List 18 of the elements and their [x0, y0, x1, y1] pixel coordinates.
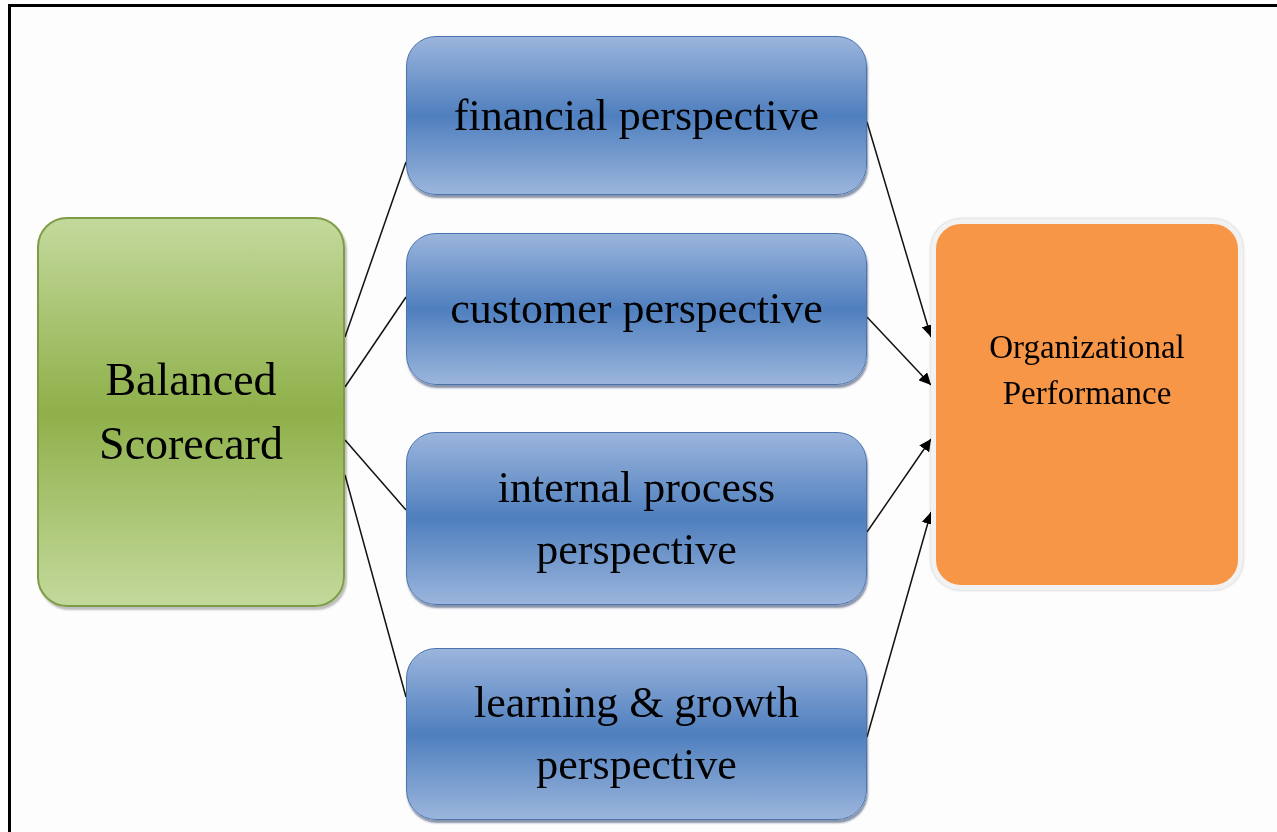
node-label: learning & growth perspective — [472, 677, 800, 791]
node-label: financial perspective — [452, 89, 821, 142]
connector-line — [344, 161, 407, 338]
connector-line — [344, 439, 407, 511]
perspective-box — [406, 432, 867, 605]
source-box — [37, 217, 345, 607]
connector-line — [344, 296, 407, 388]
perspective-box — [406, 648, 867, 820]
node-label: customer perspective — [449, 283, 824, 336]
result-box — [931, 219, 1243, 590]
node-label: internal process perspective — [496, 461, 777, 576]
arrow — [866, 316, 932, 386]
perspective-box — [406, 36, 867, 195]
node-label: Organizational Performance — [988, 328, 1186, 414]
arrow — [866, 438, 932, 533]
connector-line — [344, 474, 407, 698]
node-label: Balanced Scorecard — [98, 352, 284, 471]
perspective-box — [406, 233, 867, 385]
